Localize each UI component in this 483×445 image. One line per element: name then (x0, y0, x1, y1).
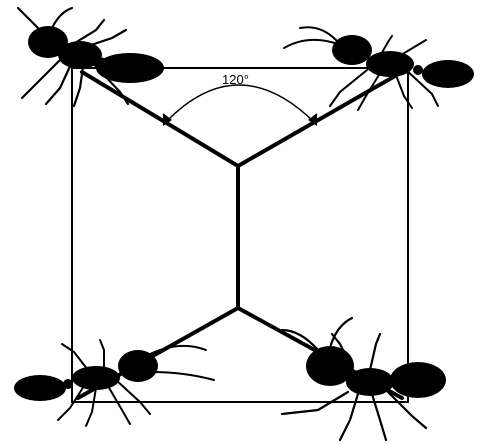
ant-bottom-right (282, 318, 446, 440)
tree-edge-top-left (82, 72, 238, 166)
angle-arc (163, 85, 317, 126)
ant-bottom-left (14, 340, 214, 426)
ant-top-left (18, 8, 164, 106)
steiner-tree (78, 72, 402, 398)
angle-label: 120° (222, 72, 249, 87)
tree-edge-top-right (238, 72, 402, 166)
